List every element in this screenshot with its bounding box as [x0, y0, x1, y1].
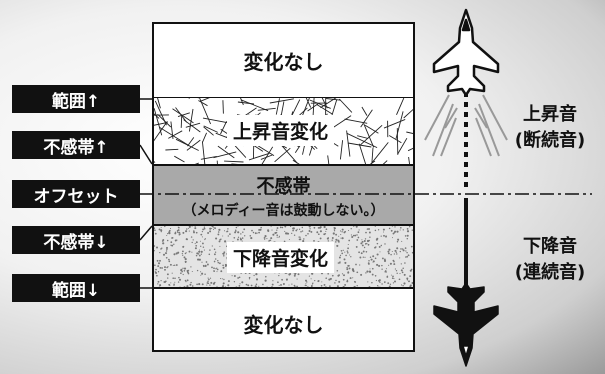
- band-upward-change: 上昇音変化: [152, 98, 415, 164]
- rising-sound-line2: (断続音): [514, 130, 586, 151]
- band-top-label: 変化なし: [243, 50, 324, 74]
- label-deadband-down: 不感帯↓: [12, 226, 140, 254]
- band-dead-zone: 不感帯 （メロディー音は鼓動しない。）: [152, 164, 415, 226]
- rising-sound-line1: 上昇音: [523, 104, 577, 125]
- band-down-label: 下降音変化: [227, 242, 335, 273]
- band-up-label: 上昇音変化: [227, 115, 335, 146]
- dead-zone-note: （メロディー音は鼓動しない。）: [182, 203, 385, 219]
- pointer-deadband-up: [139, 144, 153, 165]
- band-top-no-change: 変化なし: [152, 22, 415, 99]
- label-range-down: 範囲↓: [12, 274, 140, 302]
- band-bottom-no-change: 変化なし: [152, 287, 415, 352]
- label-rising-sound: 上昇音 (断続音): [500, 102, 600, 154]
- rising-sound-waves-icon: [424, 94, 508, 157]
- falling-sound-line2: (連続音): [514, 262, 586, 283]
- pointer-deadband-down: [139, 225, 153, 241]
- jet-up-icon: [432, 8, 500, 97]
- band-bottom-label: 変化なし: [243, 313, 324, 337]
- falling-sound-line1: 下降音: [523, 236, 577, 257]
- jet-down-icon: [433, 282, 499, 367]
- label-deadband-up: 不感帯↑: [12, 131, 140, 159]
- label-offset: オフセット: [12, 180, 140, 208]
- band-downward-change: 下降音変化: [152, 226, 415, 288]
- dead-zone-label: 不感帯: [256, 176, 311, 197]
- label-range-up: 範囲↑: [12, 85, 140, 113]
- label-falling-sound: 下降音 (連続音): [500, 234, 600, 286]
